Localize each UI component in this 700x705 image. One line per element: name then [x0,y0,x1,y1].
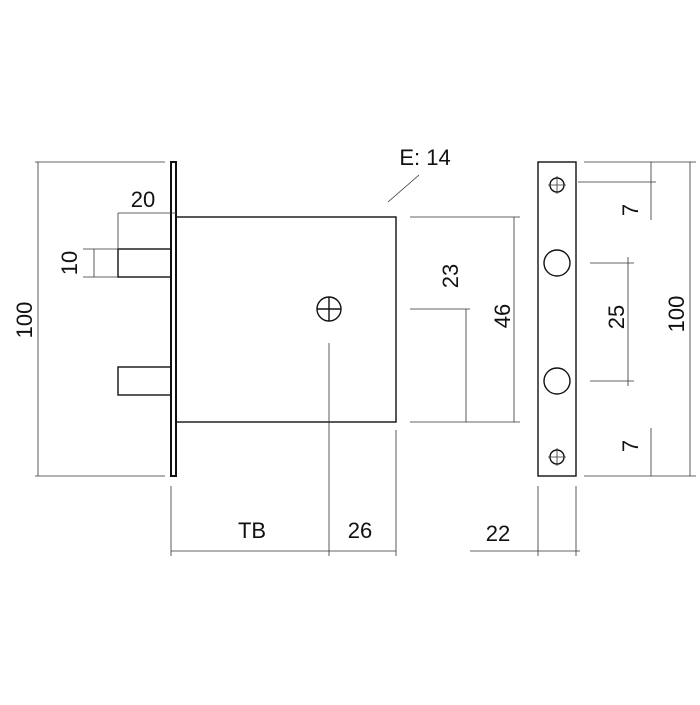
bolt-lower [117,366,172,396]
dim-case-vertical: 23 46 [410,216,520,423]
cylinder-crosshair-icon [316,296,342,322]
strike-opening-lower [543,367,571,395]
dim-label-20: 20 [131,187,155,212]
faceplate [170,161,177,477]
dim-strike-hole-bottom: 7 [618,428,652,476]
dim-strike-width: 22 [470,486,580,556]
dim-label-22: 22 [486,521,510,546]
dim-label-7-top: 7 [618,204,643,216]
dim-label-23: 23 [438,264,463,288]
lock-case [175,216,397,423]
dim-edge-label: E: 14 [387,145,451,203]
dim-label-26: 26 [348,518,372,543]
dim-label-tb: TB [238,518,266,543]
dim-strike-height: 100 [584,161,696,477]
dim-bolt-projection: 20 [117,187,176,249]
dim-label-10: 10 [57,251,82,275]
dim-label-e14: E: 14 [399,145,450,170]
dim-bolt-thickness: 10 [57,248,118,278]
dim-strike-hole-top: 7 [578,162,656,220]
dim-label-100-right: 100 [664,296,689,333]
screw-hole-icon [548,448,566,466]
strike-plate [537,161,577,477]
dim-label-7-bottom: 7 [618,440,643,452]
bolt-upper [117,248,172,278]
dim-strike-hole-spacing: 25 [590,257,634,386]
strike-opening-upper [543,249,571,277]
dim-overall-height-left: 100 [12,161,165,477]
screw-hole-icon [548,176,566,194]
strike-plate-view [537,161,577,477]
dim-label-46: 46 [490,304,515,328]
lock-body-view [117,161,397,477]
dim-backset: TB 26 [170,343,397,556]
dim-label-100-left: 100 [12,302,37,339]
dim-label-25: 25 [604,305,629,329]
